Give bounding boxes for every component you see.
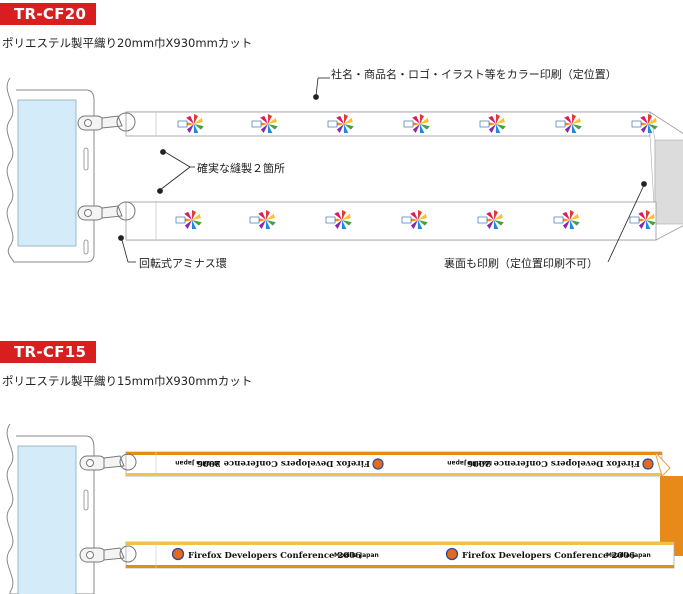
firefox-icon — [171, 547, 185, 561]
product-code-tag: TR-CF15 — [0, 341, 97, 363]
pinwheel-logo-icon — [177, 114, 204, 134]
pinwheel-logo-icon — [477, 210, 504, 230]
cf20-illustration — [6, 77, 683, 263]
cf20-logos-bottom — [175, 210, 656, 230]
card-window — [17, 99, 77, 247]
clip-top — [77, 112, 136, 132]
cf15-top-print-2: Firefox Developers Conference 2006 — [197, 458, 370, 468]
cf15-top-print-1: Firefox Developers Conference 2006 — [467, 458, 640, 468]
product-code-tag: TR-CF20 — [0, 3, 97, 25]
cf15-strap-bottom — [125, 541, 675, 569]
product-description: ポリエステル製平織り20mm巾X930mmカット — [2, 36, 253, 50]
cf15-top-mozilla-2: Mozilla Japan — [175, 459, 220, 466]
pinwheel-logo-icon — [555, 114, 582, 134]
strap-fold — [654, 139, 683, 225]
cf15-top-mozilla-1: Mozilla Japan — [447, 459, 492, 466]
callout-sewing: 確実な縫製２箇所 — [197, 162, 285, 175]
cf15-illustration: Firefox Developers Conference 2006 Mozil… — [6, 423, 683, 594]
card-window — [17, 445, 77, 594]
pinwheel-logo-icon — [401, 210, 428, 230]
pinwheel-logo-icon — [325, 210, 352, 230]
pinwheel-logo-icon — [175, 210, 202, 230]
pinwheel-logo-icon — [251, 114, 278, 134]
pinwheel-logo-icon — [403, 114, 430, 134]
callout-ring: 回転式アミナス環 — [139, 257, 227, 270]
callout-backside: 裏面も印刷（定位置印刷不可） — [444, 257, 598, 270]
clip-top — [79, 453, 137, 471]
product-description: ポリエステル製平織り15mm巾X930mmカット — [2, 374, 253, 388]
pinwheel-logo-icon — [249, 210, 276, 230]
cf15-strap-fold — [660, 476, 683, 556]
cf15-bottom-mozilla-1: Mozilla Japan — [334, 552, 379, 559]
pinwheel-logo-icon — [327, 114, 354, 134]
pinwheel-logo-icon — [479, 114, 506, 134]
clip-bottom — [77, 201, 136, 221]
pinwheel-logo-icon — [553, 210, 580, 230]
callout-print: 社名・商品名・ロゴ・イラスト等をカラー印刷（定位置） — [331, 68, 617, 81]
cf15-bottom-mozilla-2: Mozilla Japan — [606, 552, 651, 559]
firefox-icon — [372, 458, 384, 470]
cf15-bottom-print-1: Firefox Developers Conference 2006 — [188, 551, 361, 561]
cf15-bottom-print-2: Firefox Developers Conference 2006 — [462, 551, 635, 561]
callout-lines — [118, 77, 647, 263]
clip-bottom — [79, 545, 137, 563]
pinwheel-logo-icon — [629, 210, 656, 230]
pinwheel-logo-icon — [631, 114, 658, 134]
firefox-icon — [445, 547, 459, 561]
cf20-logos-top — [177, 114, 658, 134]
firefox-icon — [642, 458, 654, 470]
